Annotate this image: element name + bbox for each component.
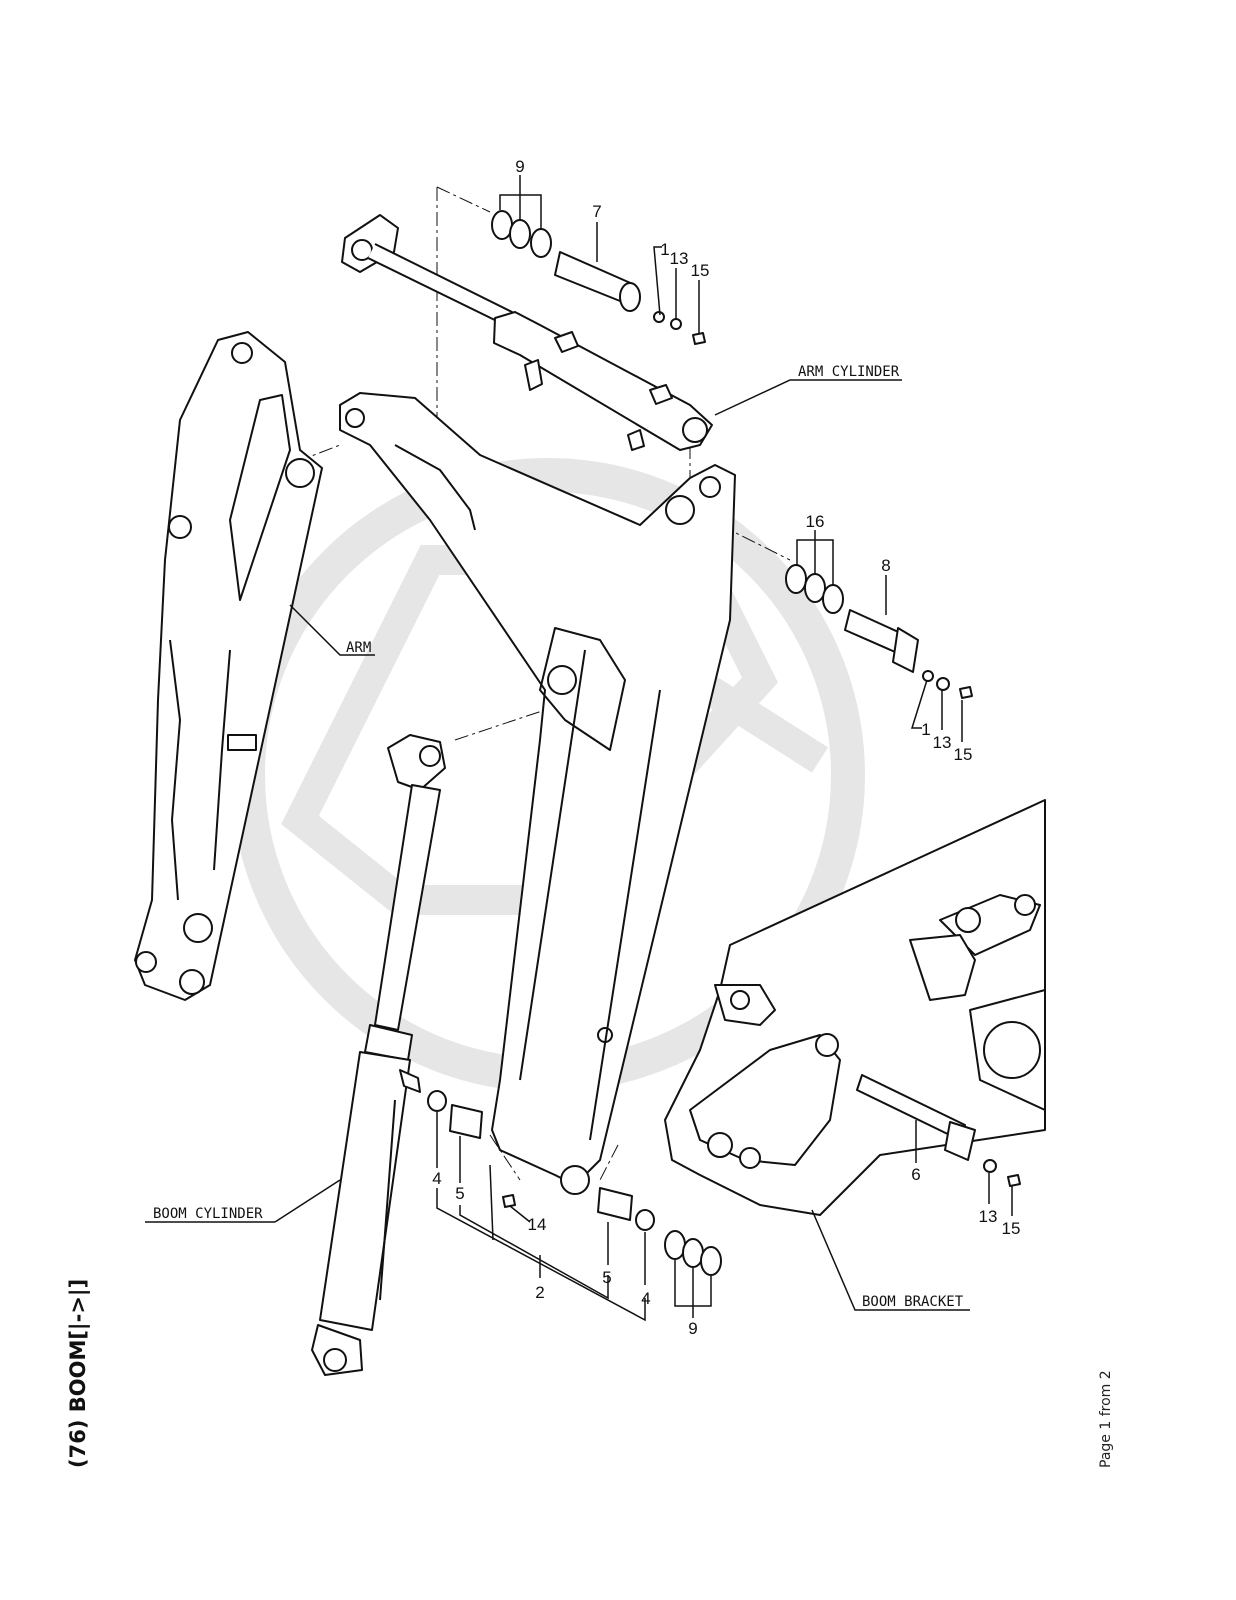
part-number-1-top: 1 (660, 240, 669, 259)
label-boom-cylinder: BOOM CYLINDER (153, 1206, 263, 1222)
boom-drawing (339, 392, 736, 1195)
part-number-16: 16 (806, 512, 825, 531)
page-indicator: Page 1 from 2 (1098, 1370, 1114, 1468)
part-number-15-bottom: 15 (1002, 1219, 1021, 1238)
boom-cylinder-drawing (311, 734, 446, 1376)
part-number-8: 8 (881, 556, 890, 575)
part-number-13-top: 13 (670, 249, 689, 268)
callout-leaders (145, 175, 1013, 1322)
part-number-13-mid: 13 (933, 733, 952, 752)
page-title: (76) BOOM[|->|] (66, 1278, 90, 1468)
arm-drawing (134, 331, 323, 1001)
part-number-6: 6 (911, 1165, 920, 1184)
part-number-7: 7 (592, 202, 601, 221)
label-boom-bracket: BOOM BRACKET (862, 1294, 964, 1310)
part-number-5-left: 5 (455, 1184, 464, 1203)
small-parts (427, 210, 1021, 1276)
part-number-9-top: 9 (515, 157, 524, 176)
part-number-14: 14 (528, 1215, 547, 1234)
part-number-4-left: 4 (432, 1169, 441, 1188)
label-arm: ARM (346, 640, 371, 656)
label-arm-cylinder: ARM CYLINDER (798, 364, 900, 380)
part-number-15-top: 15 (691, 261, 710, 280)
part-number-1-mid: 1 (921, 720, 930, 739)
part-number-13-bottom: 13 (979, 1207, 998, 1226)
part-number-15-mid: 15 (954, 745, 973, 764)
part-number-5-right: 5 (602, 1268, 611, 1287)
boom-bracket-drawing (664, 799, 1046, 1216)
part-number-9-bottom: 9 (688, 1319, 697, 1338)
part-number-2: 2 (535, 1283, 544, 1302)
part-number-4-right: 4 (641, 1289, 650, 1308)
arm-cylinder-drawing (341, 214, 713, 451)
